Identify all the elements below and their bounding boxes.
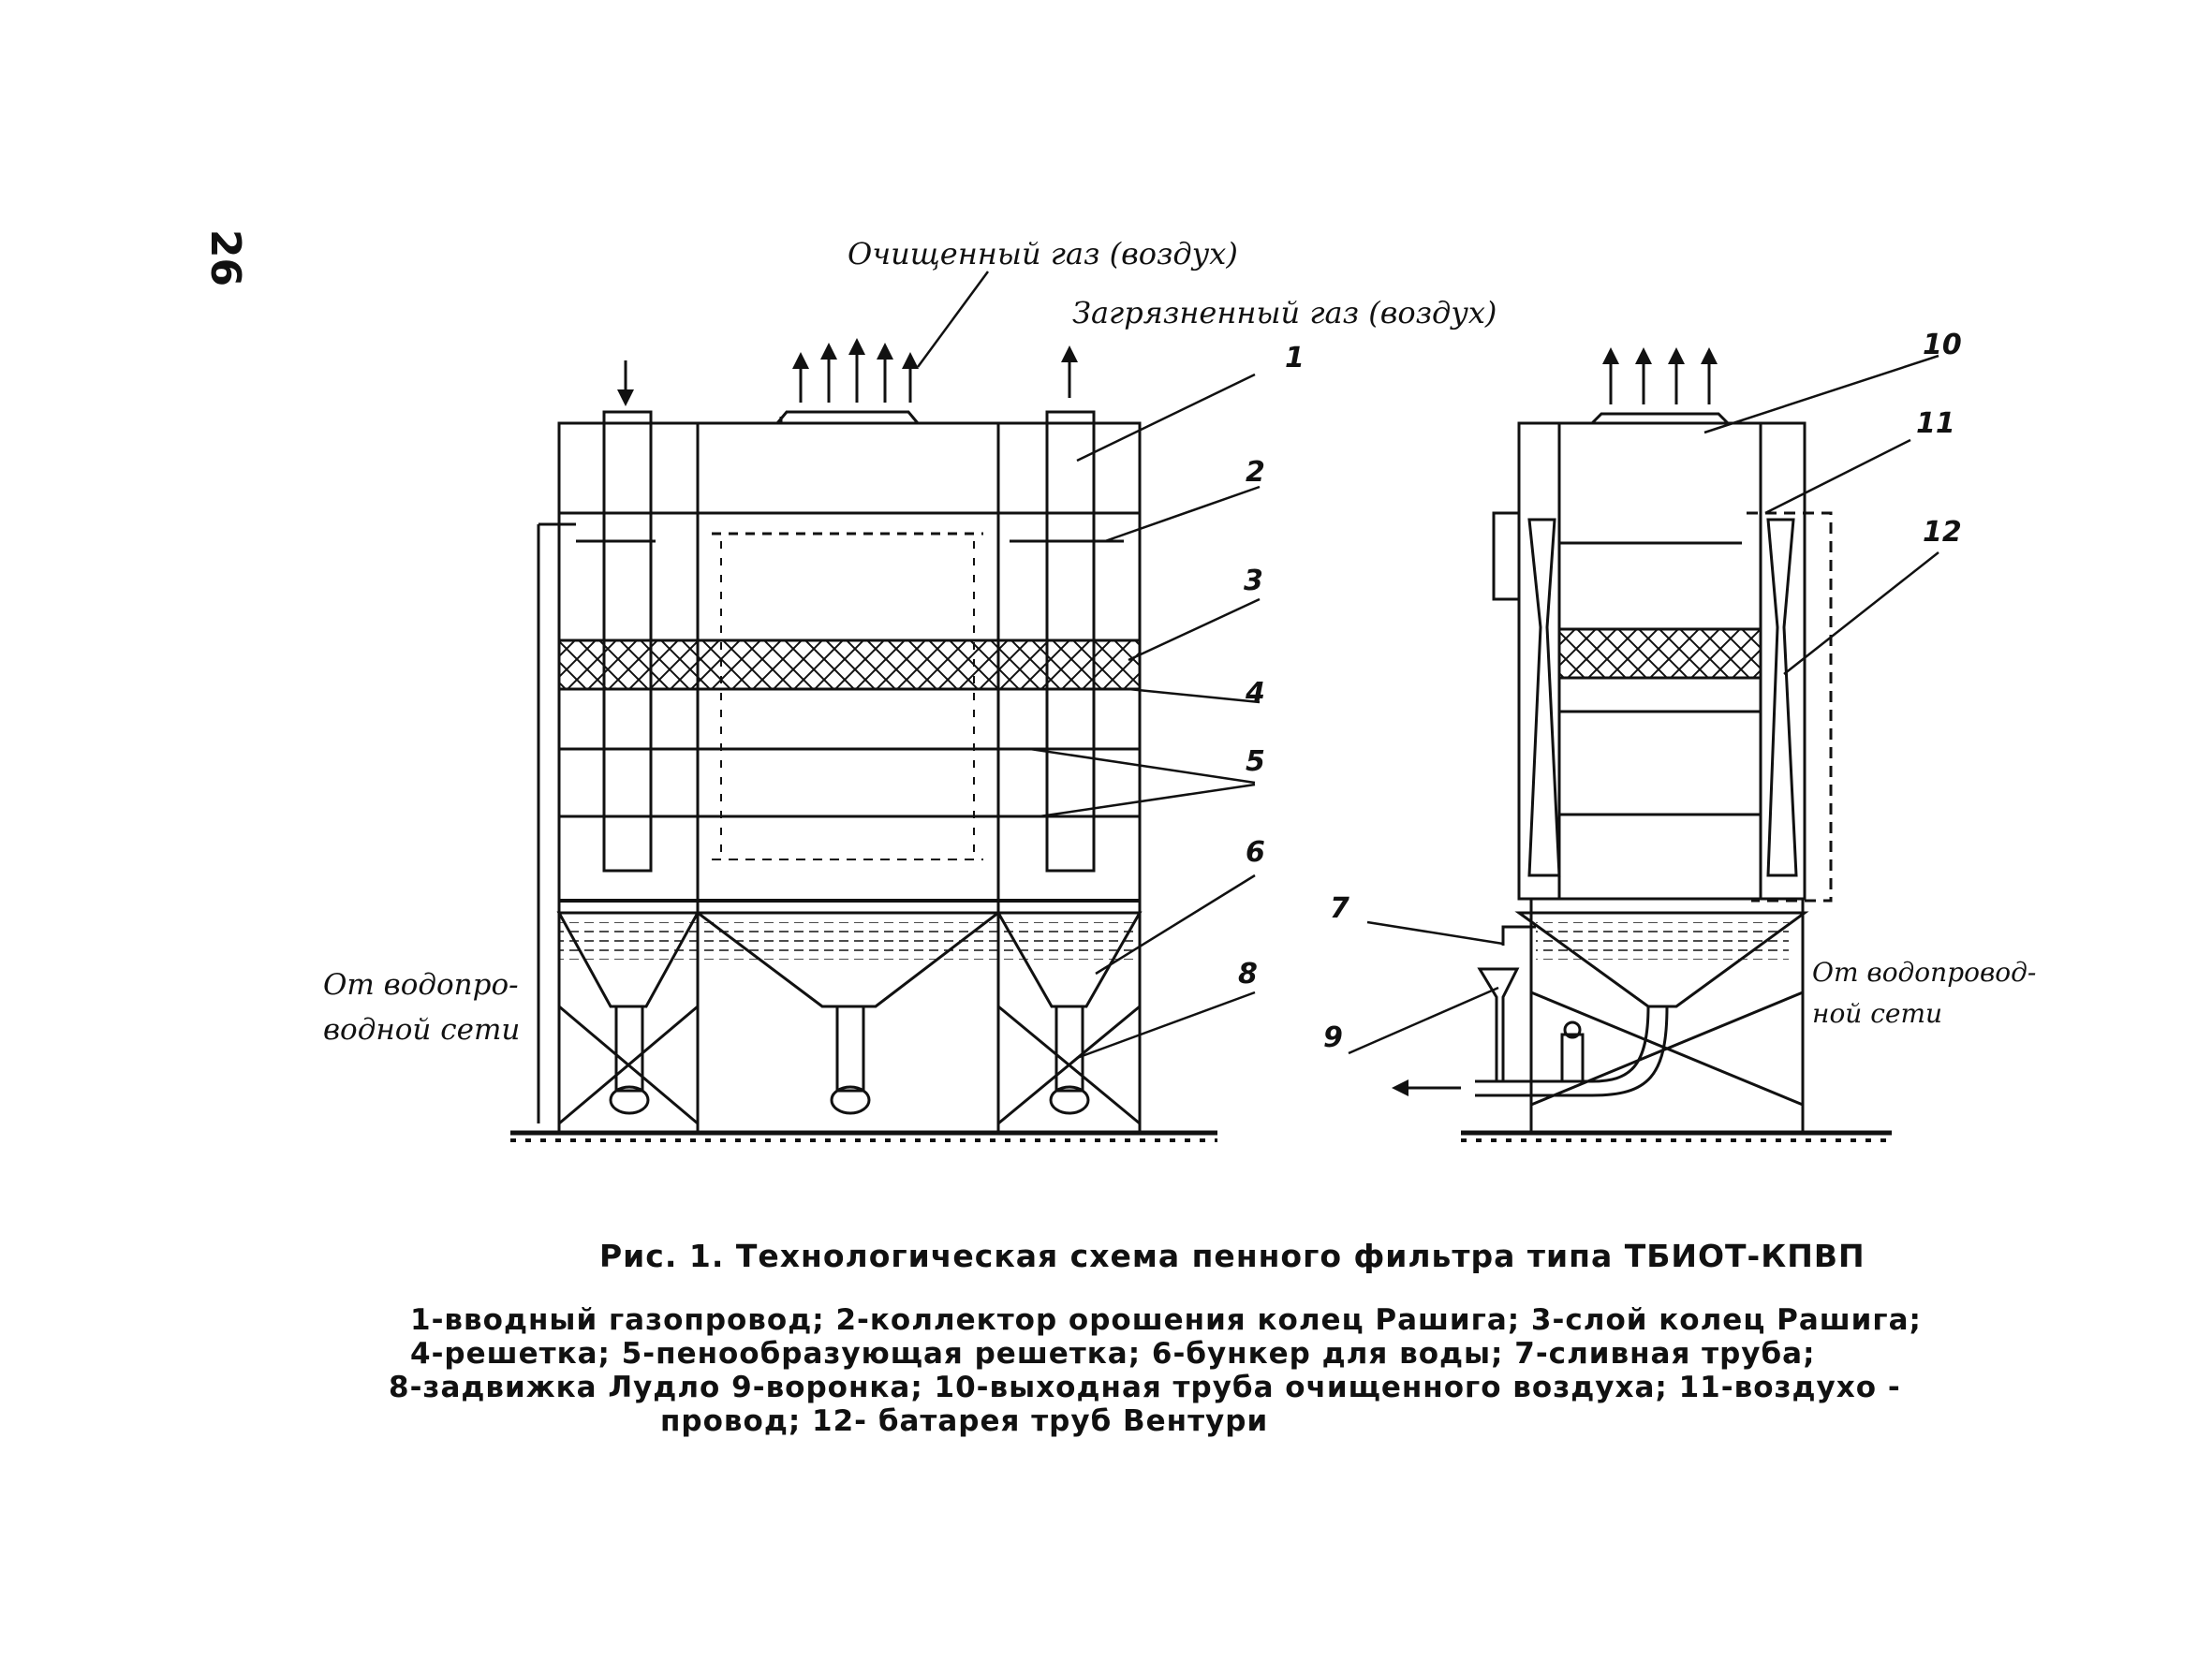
figure-legend-line-3: 8-задвижка Лудло 9-воронка; 10-выходная …: [389, 1371, 1901, 1404]
right-apparatus: [1348, 347, 1939, 1142]
figure-caption-title: Рис. 1. Технологическая схема пенного фи…: [599, 1238, 1865, 1274]
figure-legend-line-2: 4-решетка; 5-пенообразующая решетка; 6-б…: [410, 1337, 1816, 1371]
left-water-supply-label-1: От водопро-: [323, 968, 519, 1002]
right-water-supply-label-2: ной сети: [1812, 998, 1942, 1029]
right-water-supply-label-1: От водопровод-: [1812, 957, 2036, 988]
callout-6: 6: [1246, 836, 1265, 869]
dirty-gas-label: Загрязненный газ (воздух): [1072, 295, 1497, 330]
callout-4: 4: [1245, 677, 1265, 710]
callout-9: 9: [1323, 1021, 1343, 1054]
callout-1: 1: [1285, 342, 1305, 374]
left-water-supply-label-2: водной сети: [323, 1013, 520, 1047]
callout-2: 2: [1246, 456, 1265, 489]
callout-11: 11: [1916, 407, 1955, 440]
diagram-labels: Очищенный газ (воздух) Загрязненный газ …: [323, 236, 2036, 1054]
clean-gas-label: Очищенный газ (воздух): [848, 236, 1238, 272]
callout-7: 7: [1330, 892, 1349, 925]
callout-12: 12: [1923, 516, 1962, 549]
callout-3: 3: [1244, 565, 1263, 597]
callout-5: 5: [1246, 745, 1265, 778]
figure-legend-line-4: провод; 12- батарея труб Вентури: [660, 1404, 1269, 1438]
callout-10: 10: [1923, 329, 1962, 361]
left-apparatus: [510, 271, 1261, 1142]
callout-8: 8: [1238, 958, 1258, 991]
figure-legend-line-1: 1-вводный газопровод; 2-коллектор орошен…: [410, 1303, 1922, 1337]
